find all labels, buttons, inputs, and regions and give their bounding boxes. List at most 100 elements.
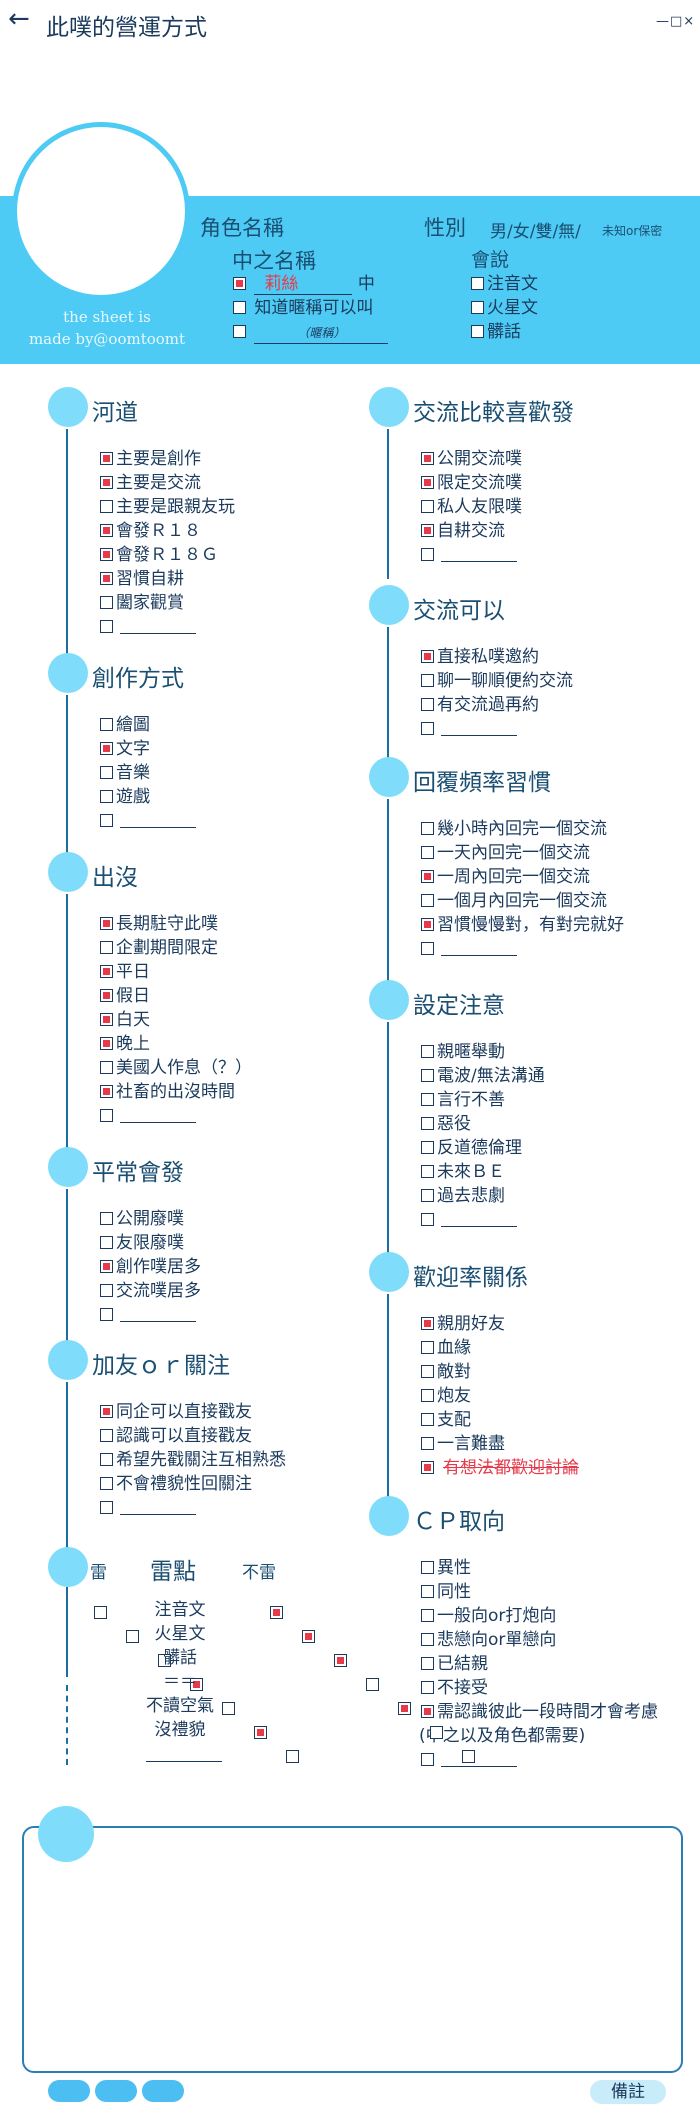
blank-input[interactable] [441,940,517,956]
checkbox-item[interactable]: 會發Ｒ１８ [100,519,201,543]
blank-item[interactable] [100,809,196,833]
nickname-input[interactable]: （暱稱） [254,323,389,344]
checkbox-icon[interactable] [462,1750,475,1763]
checkbox-item[interactable]: 繪圖 [100,713,150,737]
checkbox-item[interactable]: 習慣自耕 [100,567,184,591]
checkbox-item[interactable]: 有交流過再約 [421,693,539,717]
checkbox-item[interactable]: 主要是跟親友玩 [100,495,235,519]
checkbox-item[interactable]: 文字 [100,737,150,761]
checkbox-item[interactable]: 社畜的出沒時間 [100,1080,235,1104]
checkbox-icon[interactable] [366,1678,379,1691]
checked-box-icon[interactable] [254,1726,267,1739]
checked-box-icon[interactable] [100,1013,113,1026]
checkbox-icon[interactable] [421,1633,434,1646]
nickname-checkbox-icon[interactable] [233,301,246,314]
blank-input[interactable] [120,618,196,634]
checkbox-icon[interactable] [421,1117,434,1130]
checked-box-icon[interactable] [100,548,113,561]
memo-box[interactable] [22,1826,683,2073]
checkbox-item[interactable]: 主要是交流 [100,471,201,495]
blank-input[interactable] [146,1746,222,1762]
checkbox-item[interactable]: 一個月內回完一個交流 [421,889,607,913]
checkbox-item[interactable]: 電波/無法溝通 [421,1064,545,1088]
checkbox-icon[interactable] [421,942,434,955]
checked-box-icon[interactable] [100,1260,113,1273]
checked-box-icon[interactable] [421,870,434,883]
blank-item[interactable] [100,615,196,639]
checkbox-icon[interactable] [100,1501,113,1514]
checkbox-item[interactable]: 聊一聊順便約交流 [421,669,573,693]
zhongzhi-checkbox-icon[interactable] [233,277,246,290]
checkbox-icon[interactable] [100,1109,113,1122]
checkbox-item[interactable]: 認識可以直接戳友 [100,1424,252,1448]
checkbox-item[interactable]: 平日 [100,960,150,984]
speak-item-1[interactable]: 火星文 [471,296,538,320]
checkbox-icon[interactable] [421,1389,434,1402]
checkbox-icon[interactable] [100,814,113,827]
checked-box-icon[interactable] [421,650,434,663]
checkbox-item[interactable]: 反道德倫理 [421,1136,522,1160]
checked-box-icon[interactable] [100,1037,113,1050]
checkbox-icon[interactable] [471,325,484,338]
blank-item[interactable] [421,937,517,961]
checkbox-icon[interactable] [421,846,434,859]
checked-box-icon[interactable] [100,1085,113,1098]
checkbox-icon[interactable] [100,596,113,609]
checkbox-icon[interactable] [421,722,434,735]
discussion-row[interactable]: 有想法都歡迎討論 [421,1456,579,1480]
checkbox-icon[interactable] [421,1141,434,1154]
checked-box-icon[interactable] [100,917,113,930]
checkbox-item[interactable]: 會發Ｒ１８Ｇ [100,543,218,567]
checkbox-icon[interactable] [421,548,434,561]
checkbox-icon[interactable] [421,1609,434,1622]
back-arrow-icon[interactable]: ← [8,4,30,34]
checked-box-icon[interactable] [421,1461,434,1474]
checkbox-item[interactable]: 企劃期間限定 [100,936,218,960]
checked-box-icon[interactable] [100,1405,113,1418]
blank-input[interactable] [441,720,517,736]
checked-box-icon[interactable] [398,1702,411,1715]
checkbox-item[interactable]: 需認識彼此一段時間才會考慮 [421,1700,658,1724]
blank-input[interactable] [120,812,196,828]
checkbox-item[interactable]: 一周內回完一個交流 [421,865,590,889]
checkbox-item[interactable]: 一般向or打炮向 [421,1604,556,1628]
checkbox-icon[interactable] [100,790,113,803]
checkbox-icon[interactable] [421,1437,434,1450]
checked-box-icon[interactable] [100,524,113,537]
checkbox-item[interactable]: 創作噗居多 [100,1255,201,1279]
blank-item[interactable] [421,717,517,741]
checkbox-icon[interactable] [421,1585,434,1598]
checkbox-icon[interactable] [100,1429,113,1442]
checkbox-item[interactable]: 血緣 [421,1336,471,1360]
checkbox-item[interactable]: 美國人作息（？） [100,1056,252,1080]
checkbox-item[interactable]: 一言難盡 [421,1432,505,1456]
checked-box-icon[interactable] [190,1678,203,1691]
checkbox-icon[interactable] [421,894,434,907]
checkbox-icon[interactable] [100,1284,113,1297]
checked-box-icon[interactable] [421,452,434,465]
checkbox-icon[interactable] [126,1630,139,1643]
checkbox-icon[interactable] [421,1341,434,1354]
blank-input[interactable] [441,1211,517,1227]
blank-item[interactable] [421,1208,517,1232]
checkbox-item[interactable]: 未來ＢＥ [421,1160,505,1184]
checkbox-icon[interactable] [100,941,113,954]
checkbox-icon[interactable] [94,1606,107,1619]
checkbox-item[interactable]: 自耕交流 [421,519,505,543]
checkbox-item[interactable]: 白天 [100,1008,150,1032]
checkbox-item[interactable]: 悲戀向or單戀向 [421,1628,556,1652]
blank-input[interactable] [441,546,517,562]
checkbox-item[interactable]: 親朋好友 [421,1312,505,1336]
checkbox-icon[interactable] [100,620,113,633]
checkbox-icon[interactable] [100,500,113,513]
checkbox-item[interactable]: 惡役 [421,1112,471,1136]
checkbox-icon[interactable] [421,1165,434,1178]
checkbox-item[interactable]: 習慣慢慢對，有對完就好 [421,913,624,937]
checkbox-icon[interactable] [421,1093,434,1106]
checkbox-icon[interactable] [100,718,113,731]
checkbox-icon[interactable] [100,1212,113,1225]
checked-box-icon[interactable] [302,1630,315,1643]
checkbox-icon[interactable] [421,1189,434,1202]
window-controls[interactable]: —□× [656,14,696,29]
checkbox-icon[interactable] [100,766,113,779]
